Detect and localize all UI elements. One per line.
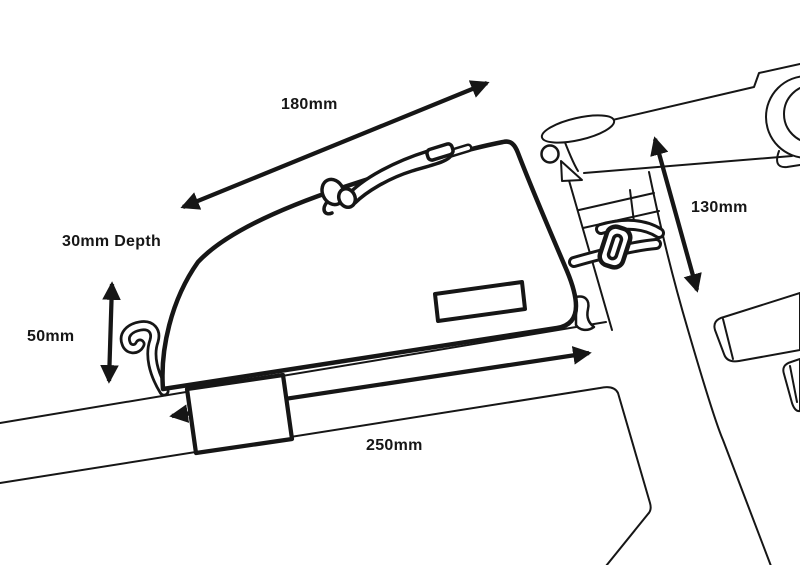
bag-corner-flap: [574, 295, 596, 332]
label-bottom-length: 250mm: [366, 437, 423, 454]
stem-wedge: [560, 160, 583, 182]
headset-spacer-step: [629, 189, 635, 223]
head-tube-rear-edge-and-fork: [648, 171, 772, 565]
stem-bolt-icon: [540, 144, 560, 164]
dimension-arrow-180mm: [180, 80, 490, 210]
handlebar-section-lower: [782, 358, 800, 413]
top-tube-lower-edge-and-down-tube: [0, 386, 652, 565]
bike-frame-lines: [0, 63, 800, 565]
dimension-arrow-50mm: [100, 281, 121, 384]
stem-bottom-edge: [583, 155, 793, 174]
dimension-arrow-130mm: [650, 136, 702, 293]
velcro-strap-plate: [184, 372, 295, 456]
handlebar-section-upper-cap-line: [722, 318, 734, 360]
handlebar-section-upper: [713, 292, 800, 363]
stem-top-cap: [540, 114, 616, 144]
handlebar-clamp-inner: [783, 86, 800, 142]
label-front-height: 130mm: [691, 199, 748, 216]
handlebar-clamp-foot: [776, 150, 800, 169]
stem-top-edge: [560, 63, 800, 133]
bag-label-patch: [433, 280, 527, 323]
head-tube-front-edge: [565, 169, 613, 331]
bag-rear-straps: [568, 218, 665, 270]
handlebar-section-lower-cap-line: [789, 365, 798, 403]
label-top-length: 180mm: [281, 96, 338, 113]
label-side-height: 50mm: [27, 328, 75, 345]
handlebar-clamp-outer: [765, 75, 800, 159]
strap-buckle: [597, 224, 633, 270]
label-depth: 30mm Depth: [62, 233, 162, 250]
headset-spacer-line-1: [578, 192, 655, 211]
dimension-arrows: [100, 80, 702, 384]
bag-left-strap: [119, 320, 170, 397]
